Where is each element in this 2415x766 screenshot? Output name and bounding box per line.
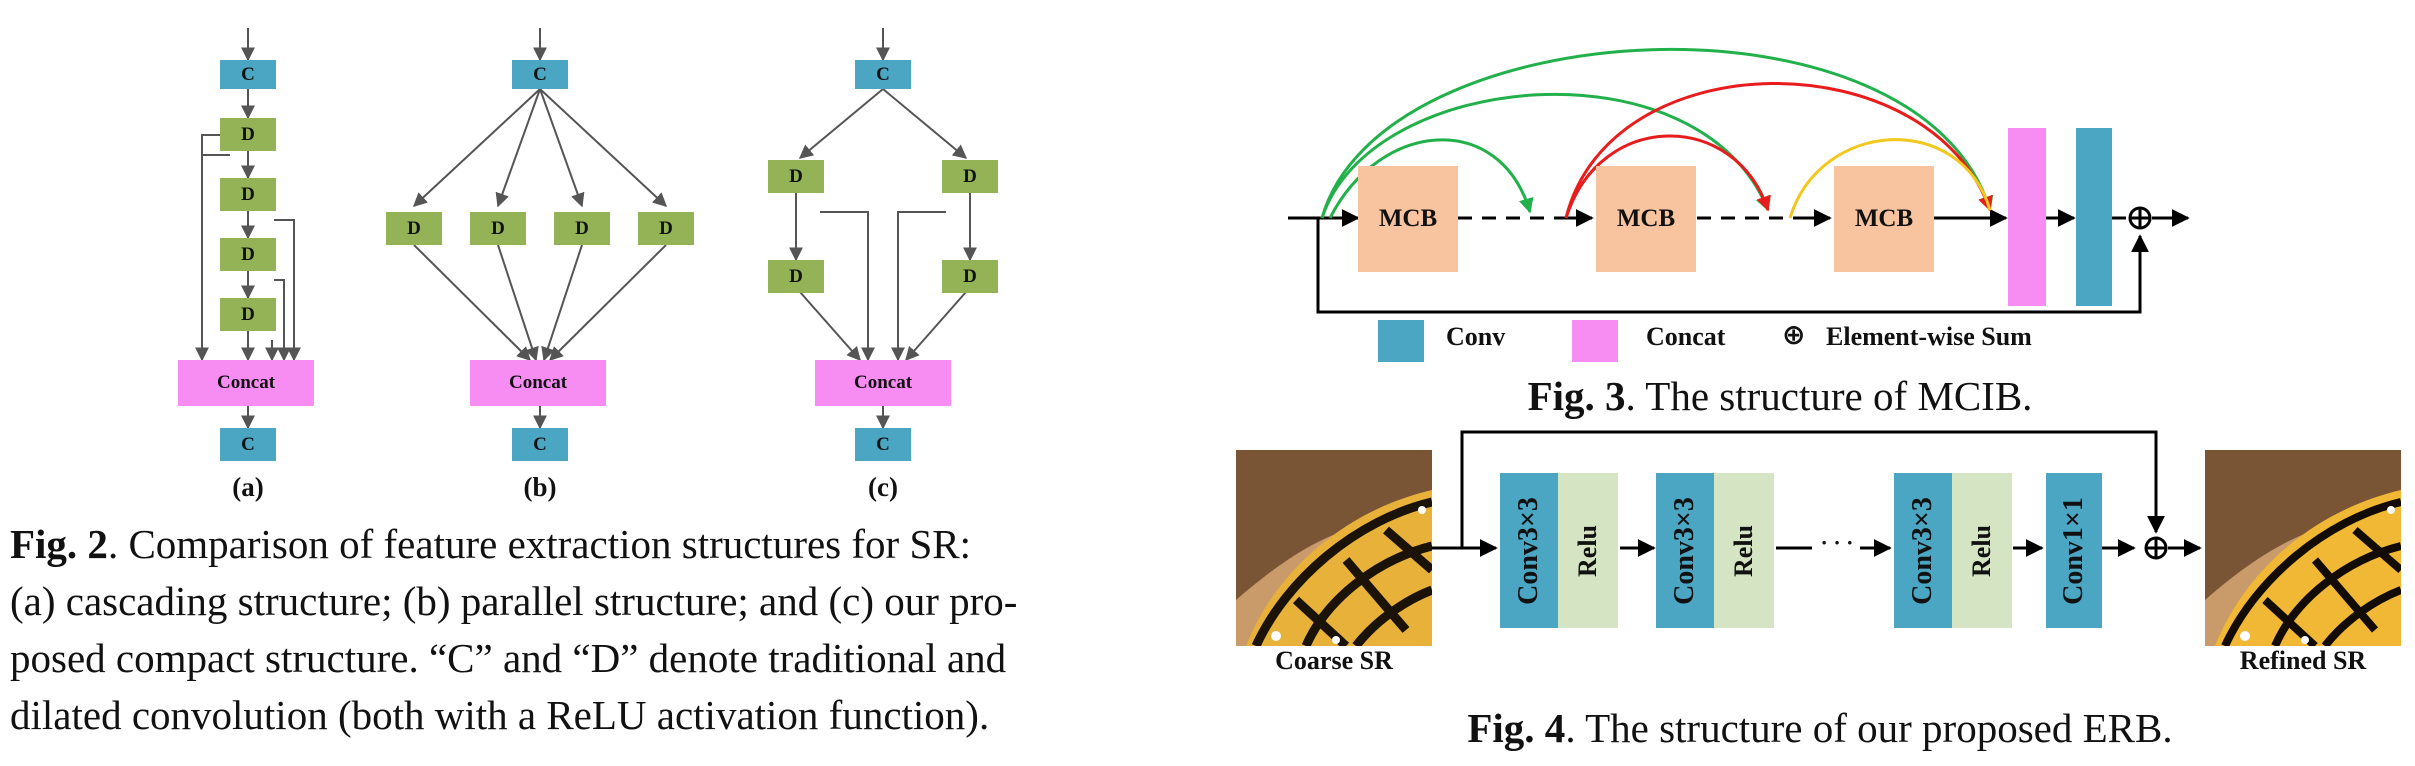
fig2b-conv-top: C <box>512 60 568 89</box>
relu-label: Relu <box>1967 524 1996 577</box>
mcb-label: MCB <box>1616 205 1676 232</box>
fig4-conv3-2: Conv3×3 <box>1656 473 1714 628</box>
fig2-sublabel-a: (a) <box>232 472 264 502</box>
dilated-label: D <box>575 217 589 239</box>
fig2-diagram <box>195 28 977 430</box>
fig2a-dilated-4: D <box>220 298 276 331</box>
fig3-caption-text: . The structure of MCIB. <box>1625 373 2033 419</box>
fig2a-conv-top: C <box>220 60 276 89</box>
fig3-conv-bar <box>2076 128 2112 306</box>
fig4-conv3-1: Conv3×3 <box>1500 473 1558 628</box>
conv-label: C <box>876 63 890 85</box>
fig3-mcb-3: MCB <box>1834 166 1934 272</box>
fig3-legend-conv-swatch <box>1378 320 1424 362</box>
fig2a-dilated-1: D <box>220 118 276 151</box>
dilated-label: D <box>789 165 803 187</box>
fig3-legend-conv-label: Conv <box>1446 322 1506 351</box>
fig3-legend-sum-label: Element-wise Sum <box>1826 322 2032 351</box>
dilated-label: D <box>963 265 977 287</box>
fig2b-dilated-3: D <box>554 212 610 245</box>
fig2-caption-label: Fig. 2 <box>10 521 108 567</box>
fig2-caption-line-4: dilated convolution (both with a ReLU ac… <box>10 692 990 738</box>
dilated-label: D <box>659 217 673 239</box>
fig3-diagram <box>1288 48 2190 314</box>
fig4-conv3-n: Conv3×3 <box>1894 473 1952 628</box>
fig4-relu-n: Relu <box>1952 473 2012 628</box>
fig2-sublabel-c: (c) <box>868 472 898 502</box>
conv-label: C <box>241 433 255 455</box>
fig2-caption: Fig. 2. Comparison of feature extraction… <box>10 516 1230 744</box>
fig3-legend-concat-swatch <box>1572 320 1618 362</box>
fig2b-dilated-2: D <box>470 212 526 245</box>
dilated-label: D <box>241 123 255 145</box>
fig2c-conv-top: C <box>855 60 911 89</box>
fig2b-dilated-1: D <box>386 212 442 245</box>
fig2a-dilated-3: D <box>220 238 276 271</box>
concat-label: Concat <box>853 372 913 393</box>
fig4-relu-2: Relu <box>1714 473 1774 628</box>
fig3-legend-concat-label: Concat <box>1646 322 1726 351</box>
fig3-concat-bar <box>2008 128 2046 306</box>
fig4-caption-text: . The structure of our proposed ERB. <box>1565 705 2173 751</box>
coarse-sr-image <box>1236 450 1432 646</box>
fig3-mcb-2: MCB <box>1596 166 1696 272</box>
conv-label: C <box>533 63 547 85</box>
fig4-caption-label: Fig. 4 <box>1467 705 1566 751</box>
fig2-caption-text-1: . Comparison of feature extraction struc… <box>107 521 971 567</box>
refined-sr-image <box>2205 450 2401 646</box>
fig2a-concat: Concat <box>178 360 314 406</box>
fig2a-dilated-2: D <box>220 178 276 211</box>
dilated-label: D <box>789 265 803 287</box>
fig2c-dilated-right-1: D <box>942 160 998 193</box>
dilated-label: D <box>241 183 255 205</box>
conv3-label: Conv3×3 <box>1513 496 1544 605</box>
fig2-caption-line-3: posed compact structure. “C” and “D” den… <box>10 635 1007 681</box>
fig2c-dilated-left-1: D <box>768 160 824 193</box>
fig2b-conv-bottom: C <box>512 428 568 461</box>
mcb-label: MCB <box>1378 205 1438 232</box>
fig2b-dilated-4: D <box>638 212 694 245</box>
fig2c-dilated-left-2: D <box>768 260 824 293</box>
fig2b-concat: Concat <box>470 360 606 406</box>
dilated-label: D <box>491 217 505 239</box>
fig4-relu-1: Relu <box>1558 473 1618 628</box>
fig4-diagram <box>1432 430 2202 560</box>
element-wise-sum-icon: ⊕ <box>1782 318 1806 351</box>
mcb-label: MCB <box>1854 205 1914 232</box>
fig2c-concat: Concat <box>815 360 951 406</box>
concat-label: Concat <box>508 372 568 393</box>
fig2c-dilated-right-2: D <box>942 260 998 293</box>
conv-label: C <box>876 433 890 455</box>
dilated-label: D <box>407 217 421 239</box>
refined-sr-label: Refined SR <box>2239 646 2367 675</box>
dilated-label: D <box>241 303 255 325</box>
fig2-sublabel-b: (b) <box>523 472 557 502</box>
fig4-conv1: Conv1×1 <box>2046 473 2102 628</box>
dilated-label: D <box>963 165 977 187</box>
fig4-caption: Fig. 4. The structure of our proposed ER… <box>1370 700 2270 757</box>
fig2-caption-line-1: Fig. 2. Comparison of feature extraction… <box>10 516 1230 573</box>
fig2c-conv-bottom: C <box>855 428 911 461</box>
conv-label: C <box>533 433 547 455</box>
conv3-label: Conv3×3 <box>1907 496 1938 605</box>
fig2a-conv-bottom: C <box>220 428 276 461</box>
relu-label: Relu <box>1573 524 1602 577</box>
fig4-ellipsis: · · · <box>1820 530 1854 555</box>
coarse-sr-label: Coarse SR <box>1275 646 1393 675</box>
conv3-label: Conv3×3 <box>1669 496 1700 605</box>
fig3-caption-label: Fig. 3 <box>1527 373 1626 419</box>
conv-label: C <box>241 63 255 85</box>
dilated-label: D <box>241 243 255 265</box>
conv1-label: Conv1×1 <box>2058 496 2089 605</box>
fig3-caption: Fig. 3. The structure of MCIB. <box>1420 368 2140 425</box>
concat-label: Concat <box>216 372 276 393</box>
fig3-mcb-1: MCB <box>1358 166 1458 272</box>
fig2-caption-line-2: (a) cascading structure; (b) parallel st… <box>10 578 1018 624</box>
relu-label: Relu <box>1729 524 1758 577</box>
